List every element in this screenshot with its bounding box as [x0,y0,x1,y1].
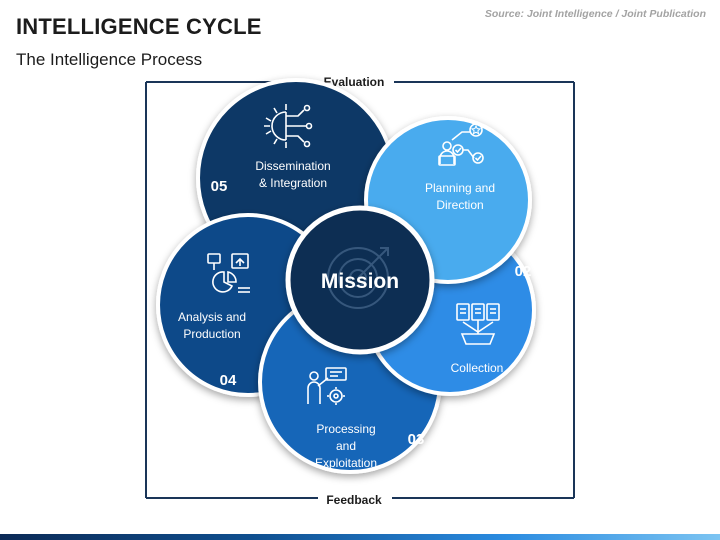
mission-label: Mission [321,270,399,293]
target-icon [327,247,389,309]
workflow-icon [438,123,484,166]
step-number-04: 04 [220,372,237,389]
collection-icon [456,303,500,345]
cycle-petals [156,78,536,474]
step-number-02: 02 [515,263,532,280]
step-label-02: Collection [451,361,504,375]
step-number-01: 01 [392,108,409,125]
processing-icon [307,367,347,405]
evaluation-label: Evaluation [324,75,385,89]
source-note: Source: Joint Intelligence / Joint Publi… [484,8,706,20]
step-number-03: 03 [408,431,425,448]
analysis-icon [207,253,250,293]
page-title: INTELLIGENCE CYCLE [16,14,262,39]
mission-center: Mission [285,205,435,355]
footer-bar [0,534,720,540]
page-subtitle: The Intelligence Process [16,50,203,69]
gear-circuit-icon [264,104,313,148]
frame [145,81,575,499]
feedback-label: Feedback [326,493,382,507]
step-number-05: 05 [211,178,228,195]
step-label-05: Dissemination& Integration [255,159,330,190]
